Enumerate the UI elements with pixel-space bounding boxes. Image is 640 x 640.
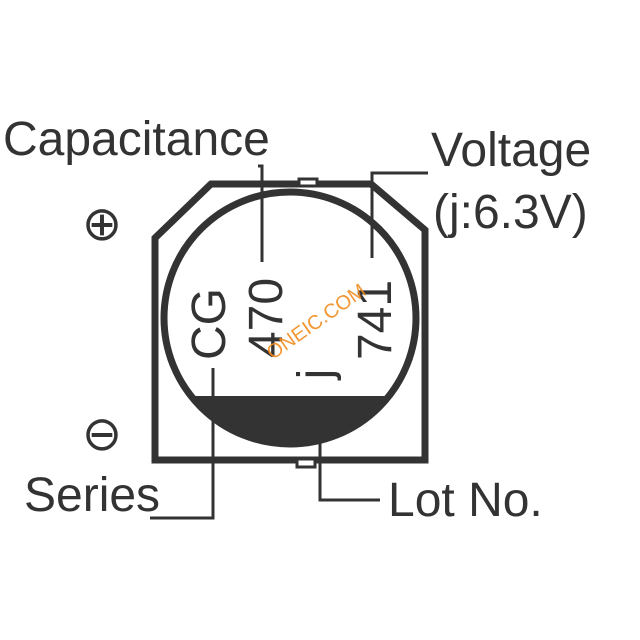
negative-polarity-icon: ⊖: [82, 408, 122, 461]
bottom-terminal-tab: [295, 457, 317, 469]
voltage-code-marking: j: [289, 369, 342, 382]
voltage-label: Voltage: [431, 124, 591, 177]
top-terminal-tab: [297, 177, 319, 188]
series-code-marking: CG: [183, 288, 236, 360]
voltage-leader-line: [370, 171, 428, 258]
series-label: Series: [24, 469, 160, 522]
capacitance-leader-line: [258, 164, 264, 262]
capacitance-label: Capacitance: [3, 113, 270, 166]
positive-polarity-icon: ⊕: [82, 198, 122, 251]
lot-no-label: Lot No.: [388, 474, 543, 527]
voltage-value-label: (j:6.3V): [433, 186, 588, 239]
series-leader-line: [150, 368, 215, 520]
lot-code-marking: 741: [349, 280, 402, 360]
lot-no-leader-line: [318, 405, 380, 502]
capacitor-can-circle: [160, 188, 420, 448]
capacitance-code-marking: 470: [240, 278, 293, 358]
